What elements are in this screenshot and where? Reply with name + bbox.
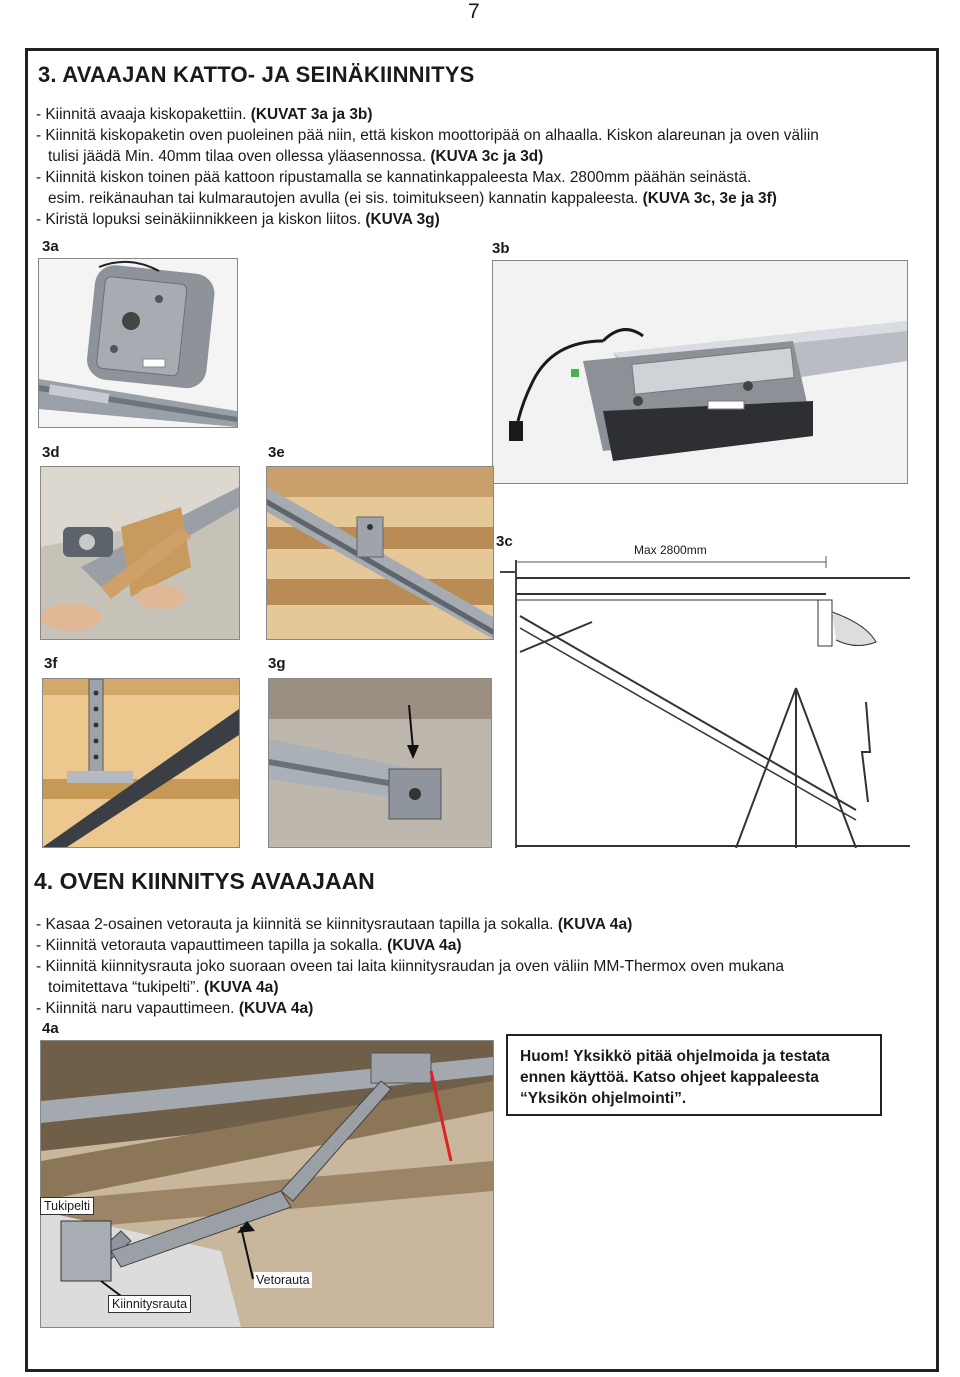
- photo-3g-wall-bracket: [268, 678, 492, 848]
- figure-label-4a: 4a: [42, 1020, 59, 1037]
- photo-3a-motor-unit: [38, 258, 238, 428]
- note-line: ennen käyttöä. Katso ohjeet kappaleesta: [520, 1069, 819, 1086]
- instruction-line: - Kiinnitä kiinnitysrauta joko suoraan o…: [36, 958, 785, 975]
- figure-label-3c: 3c: [496, 533, 513, 550]
- photo-3f-perforated-strap: [42, 678, 240, 848]
- callout-kiinnitysrauta: Kiinnitysrauta: [108, 1295, 192, 1313]
- section-3-instructions: - Kiinnitä avaaja kiskopakettiin. (KUVAT…: [36, 104, 819, 230]
- dimension-label-max: Max 2800mm: [632, 543, 709, 557]
- page-frame: [25, 48, 939, 1372]
- instruction-line: toimitettava “tukipelti”. (KUVA 4a): [48, 979, 279, 996]
- instruction-line: - Kasaa 2-osainen vetorauta ja kiinnitä …: [36, 916, 633, 933]
- callout-vetorauta: Vetorauta: [254, 1272, 312, 1288]
- figure-label-3b: 3b: [492, 240, 510, 257]
- instruction-line: - Kiinnitä vetorauta vapauttimeen tapill…: [36, 937, 462, 954]
- photo-3d-rail-mounting: [40, 466, 240, 640]
- note-line: Huom! Yksikkö pitää ohjelmoida ja testat…: [520, 1048, 830, 1065]
- diagram-3c-ceiling-clearance: [496, 552, 910, 848]
- photo-3e-ceiling-bracket: [266, 466, 494, 640]
- instruction-line: - Kiinnitä avaaja kiskopakettiin. (KUVAT…: [36, 106, 373, 123]
- figure-label-3e: 3e: [268, 444, 285, 461]
- figure-label-3g: 3g: [268, 655, 286, 672]
- section-3-title: 3. AVAAJAN KATTO- JA SEINÄKIINNITYS: [38, 62, 475, 87]
- page-number: 7: [468, 0, 480, 23]
- programming-note: Huom! Yksikkö pitää ohjelmoida ja testat…: [506, 1034, 882, 1116]
- callout-tukipelti: Tukipelti: [40, 1197, 95, 1215]
- photo-3b-assembled-opener: [492, 260, 908, 484]
- note-line: “Yksikön ohjelmointi”.: [520, 1090, 687, 1107]
- figure-label-3d: 3d: [42, 444, 60, 461]
- instruction-line: - Kiinnitä kiskon toinen pää kattoon rip…: [36, 169, 752, 186]
- instruction-line: - Kiristä lopuksi seinäkiinnikkeen ja ki…: [36, 211, 440, 228]
- instruction-line: tulisi jäädä Min. 40mm tilaa oven olless…: [48, 148, 544, 165]
- section-4-title: 4. OVEN KIINNITYS AVAAJAAN: [34, 868, 375, 894]
- instruction-line: esim. reikänauhan tai kulmarautojen avul…: [48, 190, 777, 207]
- instruction-line: - Kiinnitä naru vapauttimeen. (KUVA 4a): [36, 1000, 314, 1017]
- section-4-instructions: - Kasaa 2-osainen vetorauta ja kiinnitä …: [36, 914, 784, 1019]
- instruction-line: - Kiinnitä kiskopaketin oven puoleinen p…: [36, 127, 819, 144]
- figure-label-3a: 3a: [42, 238, 59, 255]
- figure-label-3f: 3f: [44, 655, 58, 672]
